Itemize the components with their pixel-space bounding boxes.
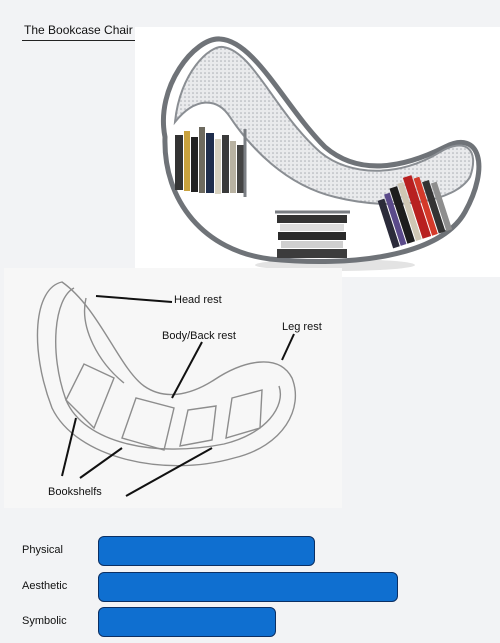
label-body-back-rest: Body/Back rest — [162, 330, 236, 342]
page-title: The Bookcase Chair — [24, 23, 133, 37]
rating-label: Physical — [22, 544, 63, 556]
rating-track — [98, 572, 400, 602]
rating-track — [98, 607, 400, 637]
rating-row-physical: Physical — [0, 536, 500, 566]
label-leg-rest: Leg rest — [282, 321, 322, 333]
label-head-rest: Head rest — [174, 294, 222, 306]
right-books — [377, 175, 453, 249]
rating-track — [98, 536, 400, 566]
rating-row-aesthetic: Aesthetic — [0, 572, 500, 602]
bottom-books — [277, 215, 347, 258]
rating-bar — [98, 536, 315, 566]
rating-label: Symbolic — [22, 615, 67, 627]
left-books — [175, 127, 244, 194]
sketch-drawing — [36, 281, 297, 497]
sketch-pointers — [61, 295, 295, 497]
label-bookshelfs: Bookshelfs — [48, 486, 102, 498]
rating-label: Aesthetic — [22, 580, 68, 592]
chair-photo — [135, 27, 500, 277]
rating-bar — [98, 572, 398, 602]
title-block: The Bookcase Chair — [22, 20, 154, 41]
rating-row-symbolic: Symbolic — [0, 607, 500, 637]
chair-photo-drawing — [161, 36, 482, 271]
rating-bar — [98, 607, 276, 637]
chair-sketch: Head rest Body/Back rest Leg rest Booksh… — [4, 268, 342, 508]
